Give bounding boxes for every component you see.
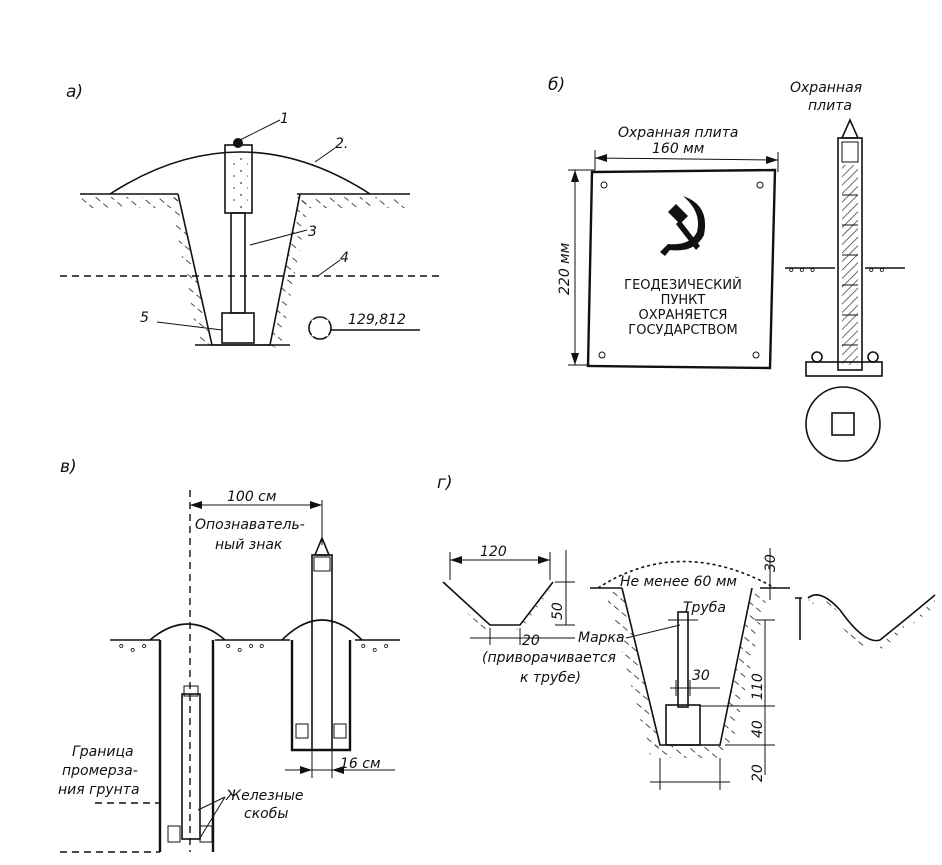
plate-title: Охранная плита [618, 125, 738, 141]
center-mark [233, 138, 243, 148]
dim-40: 40 [750, 720, 766, 738]
svg-text:° °: ° ° [868, 267, 885, 282]
callout-1: 1 [280, 111, 289, 127]
callout-2: 2. [335, 136, 348, 152]
inscription-line-2: ПУНКТ [661, 293, 706, 308]
g-pipe [677, 611, 689, 708]
post-tip [840, 118, 860, 139]
inscription-line-4: ГОСУДАРСТВОМ [628, 323, 737, 338]
brackets-label-line-2: скобы [244, 806, 288, 822]
panel-a-label: а) [66, 82, 83, 102]
v-left-pillar [181, 693, 201, 840]
frost-label-line-3: ния грунта [58, 782, 140, 798]
inscription-line-3: ОХРАНЯЕТСЯ [639, 308, 728, 323]
panel-a: а) 1 2. 3 4 5 129,812 [60, 82, 440, 350]
elevation-value: 129,812 [348, 312, 406, 328]
dim-50: 50 [550, 602, 566, 620]
sign-label-line-2: ный знак [215, 537, 283, 553]
g-anchor [665, 704, 701, 746]
ground-hatch [82, 197, 405, 208]
g-pit-bottom [655, 745, 725, 758]
panel-g-label: г) [437, 473, 453, 493]
panel-b: б) Охранная плита 160 мм 220 мм ГЕОДЕЗИЧ… [548, 75, 905, 462]
dim-110: 110 [750, 673, 766, 700]
plate-width-dim: 160 мм [652, 141, 705, 157]
dim-20-bottom: 20 [522, 633, 540, 649]
mark-label-line-2: (приворачивается [482, 650, 616, 666]
g-right-trench [807, 594, 936, 642]
callout-4: 4 [340, 250, 349, 266]
brackets-label-line-1: Железные [225, 788, 304, 804]
panel-g: г) 120 50 20 Не менее 60 мм 30 Труба Мар… [437, 473, 936, 790]
side-title-line-2: плита [808, 98, 852, 114]
identification-sign [311, 554, 333, 751]
width-16-dim: 16 см [340, 756, 381, 772]
min-60-label: Не менее 60 мм [620, 574, 737, 590]
svg-text:° ∘ °: ° ∘ ° [360, 643, 389, 658]
pillar-pipe [230, 212, 246, 314]
callout-5: 5 [140, 310, 149, 326]
pillar-anchor [221, 312, 255, 344]
panel-v: в) 100 см Опознаватель- ный знак ° ∘ ° °… [58, 457, 400, 853]
post-plan-view [805, 386, 881, 462]
dim-30-top: 30 [763, 554, 779, 572]
callout-3: 3 [308, 224, 317, 240]
v-right-mound [281, 619, 363, 641]
post-body [837, 137, 863, 371]
panel-v-label: в) [60, 457, 77, 477]
protective-plate [586, 168, 777, 370]
benchmark-symbol [308, 316, 332, 340]
dim-30-mid: 30 [692, 668, 710, 684]
svg-text:° ° °: ° ° ° [788, 267, 816, 282]
v-left-shaft [158, 640, 215, 852]
dim-20-right: 20 [750, 764, 766, 782]
side-title-line-1: Охранная [790, 80, 862, 96]
v-left-mound [149, 623, 226, 641]
svg-text:° ∘ °: ° ∘ ° [118, 643, 147, 658]
g-mound [597, 560, 776, 589]
frost-label-line-1: Граница [72, 744, 134, 760]
panel-b-label: б) [548, 75, 565, 95]
distance-dim: 100 см [227, 489, 277, 505]
inscription-line-1: ГЕОДЕЗИЧЕСКИЙ [624, 277, 742, 293]
sign-label-line-1: Опознаватель- [195, 517, 305, 533]
frost-label-line-2: промерза- [62, 763, 138, 779]
post-base [805, 361, 883, 377]
plate-height-dim: 220 мм [557, 242, 573, 295]
post-plate [841, 141, 859, 163]
hammer-sickle-icon [660, 196, 706, 256]
v-right-pit [290, 640, 352, 752]
dim-120: 120 [480, 544, 507, 560]
pipe-label: Труба [683, 600, 726, 616]
svg-text:° ∘ ° °: ° ∘ ° ° [225, 643, 265, 658]
mark-label-line-3: к трубе) [520, 670, 581, 686]
mark-label-line-1: Марка [578, 630, 625, 646]
